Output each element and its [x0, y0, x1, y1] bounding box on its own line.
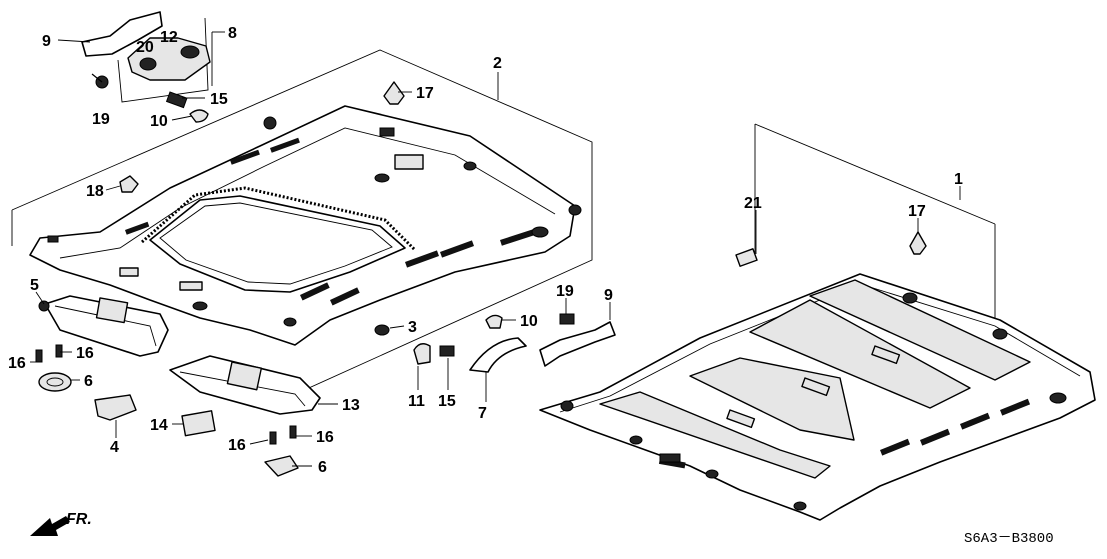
callout-21: 21	[744, 195, 762, 212]
callout-1: 1	[954, 171, 963, 188]
callout-19: 19	[92, 111, 110, 128]
callout-20: 20	[136, 39, 154, 56]
grab-handle-assembly-center	[374, 313, 616, 373]
callout-16: 16	[76, 345, 94, 362]
callout-8: 8	[228, 25, 237, 42]
callout-3: 3	[408, 319, 417, 336]
callout-4: 4	[110, 439, 119, 456]
leader-lines	[30, 31, 961, 467]
sunvisor-left	[35, 295, 169, 421]
callout-10: 10	[520, 313, 538, 330]
callout-5: 5	[30, 277, 39, 294]
callout-7: 7	[478, 405, 487, 422]
callout-9: 9	[604, 287, 613, 304]
callout-6: 6	[318, 459, 327, 476]
callout-12: 12	[160, 29, 178, 46]
headliner-plain-panel	[539, 123, 1096, 521]
grab-handle-assembly-top	[81, 11, 211, 123]
callout-16: 16	[8, 355, 26, 372]
headliner-sunroof-panel	[11, 49, 593, 393]
front-label: FR.	[66, 511, 92, 528]
callout-17: 17	[908, 203, 926, 220]
callout-6: 6	[84, 373, 93, 390]
callout-19: 19	[556, 283, 574, 300]
callout-10: 10	[150, 113, 168, 130]
callout-labels: 9 8 20 12 19 15 10 17 2 18 5 16 16 6 4 1…	[8, 25, 963, 476]
callout-11: 11	[408, 393, 425, 410]
callout-14: 14	[150, 417, 168, 434]
callout-17: 17	[416, 85, 434, 102]
front-arrow-icon	[30, 516, 70, 536]
fastener-clips	[119, 81, 927, 267]
callout-15: 15	[438, 393, 456, 410]
callout-15: 15	[210, 91, 228, 108]
callout-13: 13	[342, 397, 360, 414]
callout-16: 16	[316, 429, 334, 446]
callout-2: 2	[493, 55, 502, 72]
callout-16: 16	[228, 437, 246, 454]
callout-9: 9	[42, 33, 51, 50]
diagram-code: S6A3－B3800	[964, 531, 1054, 547]
callout-18: 18	[86, 183, 104, 200]
front-direction-marker: FR.	[30, 511, 92, 536]
sunvisor-right	[169, 355, 321, 477]
